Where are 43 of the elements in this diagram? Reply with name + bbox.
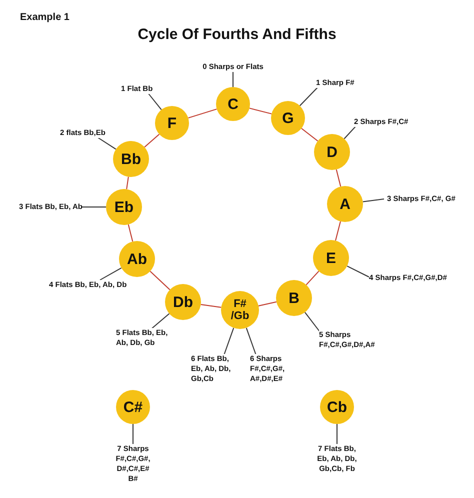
ring-line [128,224,134,242]
leader-line [224,327,234,356]
ring-line [258,301,277,306]
leader-line [299,86,318,106]
note-circle: G [271,101,305,135]
leader-line [304,312,320,332]
ring-line [126,176,129,190]
note-circle: D [314,134,350,170]
ring-line [188,108,218,118]
ring-line [300,128,318,142]
leader-line [232,72,234,88]
leader-line [362,198,384,202]
note-circle: E [313,240,349,276]
example-label: Example 1 [20,12,70,23]
leader-line [150,313,170,330]
ring-line [336,168,342,188]
note-circle: F [155,106,189,140]
note-circle: Eb [106,189,142,225]
leader-line [346,266,370,278]
ring-line [200,304,222,308]
ring-line [335,220,341,242]
ring-line [306,270,320,286]
ring-line [150,270,170,290]
leader-line [100,267,122,280]
leader-line [132,424,134,444]
ring-line [144,134,160,148]
note-circle: B [276,280,312,316]
ring-line [248,108,272,114]
note-circle: Ab [119,241,155,277]
leader-line [82,206,106,208]
leader-line [336,424,338,444]
leader-line [344,126,356,140]
note-circle: A [327,186,363,222]
leader-line [96,136,116,150]
title: Cycle Of Fourths And Fifths [136,26,338,43]
leader-line [246,327,256,356]
note-circle: Cb [320,390,354,424]
note-circle: C# [116,390,150,424]
note-circle: F# /Gb [221,291,259,329]
note-circle: Bb [113,141,149,177]
note-circle: C [216,87,250,121]
note-circle: Db [165,284,201,320]
leader-line [148,92,162,110]
